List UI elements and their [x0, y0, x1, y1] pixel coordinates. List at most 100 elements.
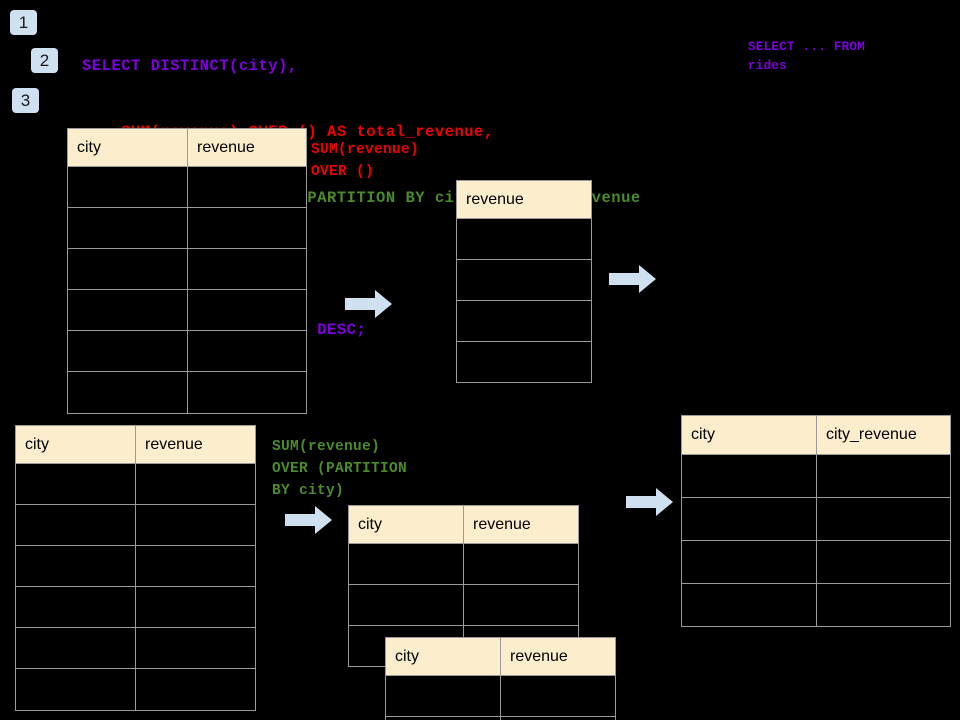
table-header-row: city revenue — [348, 505, 579, 544]
cell — [135, 668, 256, 711]
result-table: city city_revenue — [681, 415, 951, 627]
table-row — [15, 504, 256, 546]
table-row — [15, 463, 256, 505]
step-badge-3[interactable]: 3 — [12, 88, 39, 113]
cell — [681, 497, 817, 541]
table-row — [348, 584, 579, 626]
arrow-source-to-revenue — [345, 290, 392, 318]
arrow-revenue-to-right — [609, 265, 656, 293]
cell — [15, 668, 136, 711]
step-badge-1-label: 1 — [18, 13, 29, 32]
revenue-only-table: revenue — [456, 180, 592, 383]
source-table-top: city revenue — [67, 128, 307, 414]
cell — [348, 584, 464, 626]
cell — [500, 675, 616, 717]
table-row — [67, 207, 307, 249]
column-header-revenue: revenue — [463, 505, 579, 544]
table-row — [15, 668, 256, 711]
table-row — [15, 545, 256, 587]
column-header-revenue: revenue — [456, 180, 592, 219]
table-row — [67, 330, 307, 372]
cell — [681, 583, 817, 627]
table-row — [15, 627, 256, 669]
table-header-row: city revenue — [67, 128, 307, 167]
cell — [187, 248, 307, 290]
table-header-row: revenue — [456, 180, 592, 219]
cell — [15, 504, 136, 546]
cell — [15, 627, 136, 669]
arrow-partition-to-result — [626, 488, 673, 516]
column-header-revenue: revenue — [187, 128, 307, 167]
cell — [681, 540, 817, 584]
cell — [135, 545, 256, 587]
annotation-sum-over-partition: SUM(revenue) OVER (PARTITION BY city) — [272, 439, 408, 499]
cell — [348, 543, 464, 585]
cell — [681, 454, 817, 498]
cell — [816, 454, 951, 498]
table-row — [456, 218, 592, 260]
cell — [816, 583, 951, 627]
cell — [187, 166, 307, 208]
arrow-source-to-partition — [285, 506, 332, 534]
cell — [135, 463, 256, 505]
table-row — [348, 543, 579, 585]
cell — [187, 371, 307, 414]
cell — [187, 289, 307, 331]
cell — [67, 330, 188, 372]
cell — [67, 371, 188, 414]
column-header-city-revenue: city_revenue — [816, 415, 951, 455]
step-badge-3-label: 3 — [20, 91, 31, 110]
table-row — [681, 540, 951, 584]
cell — [187, 330, 307, 372]
table-row — [15, 586, 256, 628]
cell — [816, 497, 951, 541]
partition-table-back: city revenue — [348, 505, 579, 667]
cell — [463, 584, 579, 626]
cell — [67, 289, 188, 331]
cell — [135, 586, 256, 628]
cell — [187, 207, 307, 249]
cell — [463, 543, 579, 585]
cell — [456, 218, 592, 260]
cell — [500, 716, 616, 720]
table-row — [385, 675, 616, 717]
column-header-city: city — [385, 637, 501, 676]
table-row — [67, 166, 307, 208]
cell — [385, 716, 501, 720]
sql-line-1: SELECT DISTINCT(city), — [82, 57, 298, 75]
column-header-city: city — [681, 415, 817, 455]
table-row — [681, 454, 951, 498]
column-header-revenue: revenue — [500, 637, 616, 676]
cell — [15, 463, 136, 505]
cell — [67, 166, 188, 208]
step-badge-2-label: 2 — [39, 51, 50, 70]
table-header-row: city city_revenue — [681, 415, 951, 455]
table-row — [456, 341, 592, 383]
cell — [456, 259, 592, 301]
partition-table-front: city revenue — [385, 637, 616, 720]
step-badge-1[interactable]: 1 — [10, 10, 37, 35]
source-table-bottom: city revenue — [15, 425, 256, 711]
cell — [67, 248, 188, 290]
cell — [135, 627, 256, 669]
cell — [456, 300, 592, 342]
table-row — [456, 300, 592, 342]
annotation-sum-over-empty: SUM(revenue) OVER () — [311, 142, 420, 180]
cell — [456, 341, 592, 383]
table-row — [385, 716, 616, 720]
side-note-select-from-rides: SELECT ... FROM rides — [748, 40, 866, 73]
cell — [15, 586, 136, 628]
column-header-revenue: revenue — [135, 425, 256, 464]
step-badge-2[interactable]: 2 — [31, 48, 58, 73]
column-header-city: city — [15, 425, 136, 464]
column-header-city: city — [67, 128, 188, 167]
table-row — [67, 289, 307, 331]
table-row — [67, 371, 307, 414]
table-row — [67, 248, 307, 290]
cell — [816, 540, 951, 584]
cell — [15, 545, 136, 587]
table-row — [456, 259, 592, 301]
table-header-row: city revenue — [15, 425, 256, 464]
table-row — [681, 583, 951, 627]
